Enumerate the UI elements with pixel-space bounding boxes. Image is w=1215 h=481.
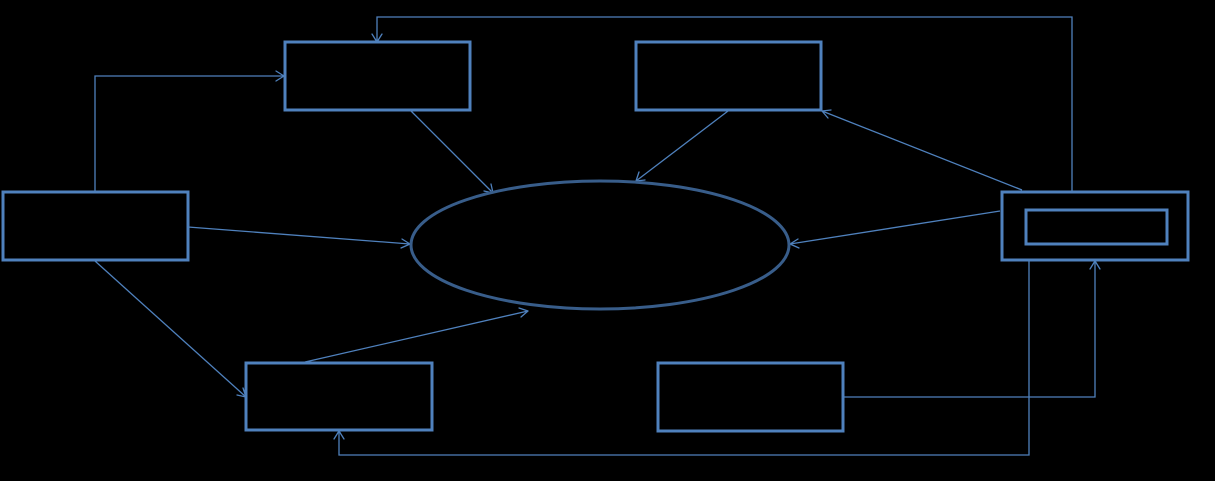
- edge-bottom-left-box-to-ellipse: [304, 307, 529, 363]
- top-right-box: [634, 40, 823, 112]
- right-outer-box: [1000, 190, 1190, 262]
- connectors-layer: [94, 16, 1101, 456]
- edge-right-box-to-bottom-left-box: [333, 261, 1030, 456]
- edge-left-box-to-top-left-box: [94, 70, 285, 191]
- edge-right-box-to-ellipse: [789, 210, 1001, 249]
- edge-top-right-box-to-ellipse: [635, 110, 729, 182]
- top-left-box: [283, 40, 472, 112]
- central-ellipse: [409, 179, 791, 311]
- bottom-left-box: [244, 361, 434, 432]
- edge-right-box-to-top-right-box: [821, 109, 1023, 191]
- left-box: [1, 190, 190, 262]
- edge-left-box-to-bottom-left-box: [94, 260, 247, 398]
- edge-bottom-right-box-to-right-box: [843, 260, 1101, 398]
- bottom-right-box: [656, 361, 845, 433]
- edge-left-box-to-ellipse: [187, 226, 411, 249]
- nodes-layer: [1, 40, 1190, 433]
- edge-top-left-box-to-ellipse: [410, 110, 494, 194]
- right-inner-box: [1024, 208, 1169, 246]
